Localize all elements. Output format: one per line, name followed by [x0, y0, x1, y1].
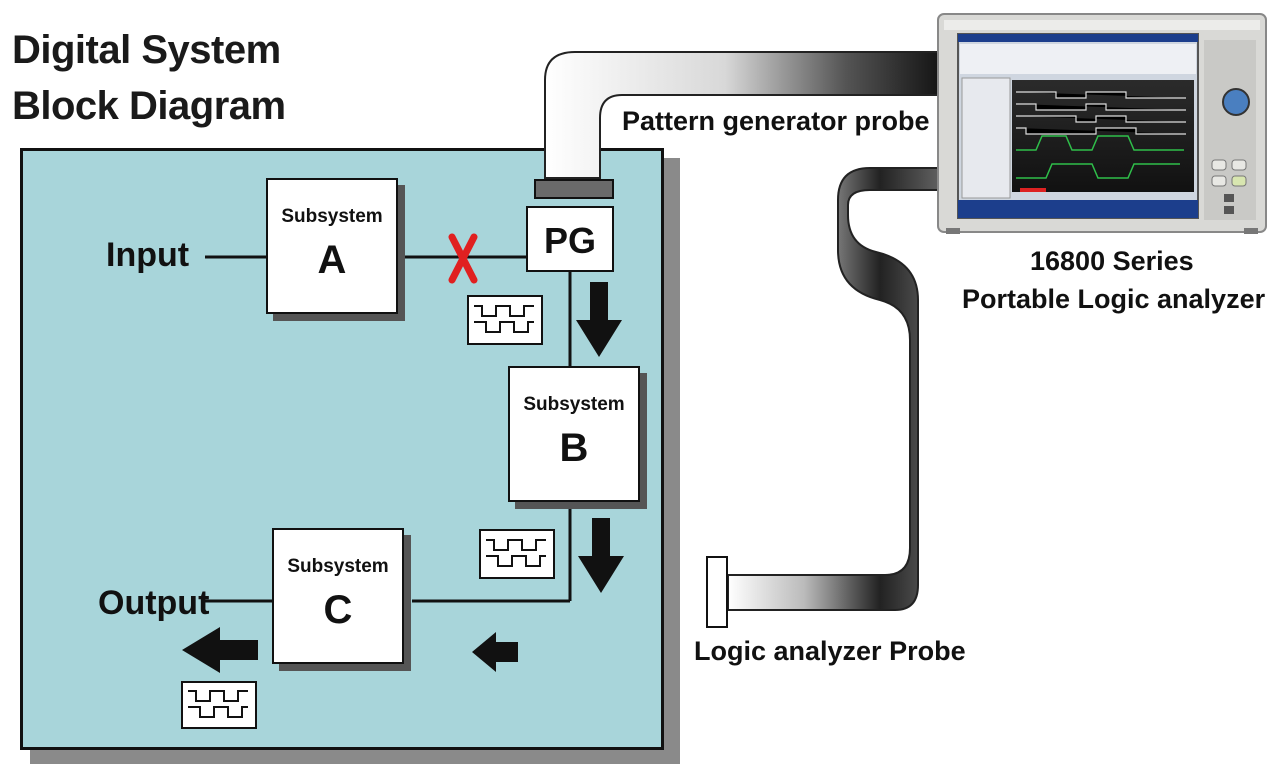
break-mark [448, 233, 478, 284]
arrow-left-2 [182, 627, 258, 673]
analyzer-knob [1222, 88, 1250, 116]
arrow-left-1 [472, 632, 518, 672]
pg-probe-label: Pattern generator probe [622, 106, 930, 136]
subsystem-b-label: Subsystem [523, 394, 625, 415]
subsystem-b-block: Subsystem B [508, 366, 640, 502]
subsystem-b-letter: B [559, 426, 589, 470]
subsystem-a-block: Subsystem A [266, 178, 398, 314]
subsystem-a-label: Subsystem [281, 206, 383, 227]
analyzer-label-line-1: 16800 Series [1030, 246, 1194, 276]
subsystem-c-letter: C [323, 588, 353, 632]
pg-probe-connector [534, 179, 614, 199]
la-probe-cable [706, 167, 946, 628]
waveform-icon-3 [181, 681, 257, 729]
waveform-icon-1 [467, 295, 543, 345]
title-line-1: Digital System [12, 28, 281, 72]
waveform-icon-2 [479, 529, 555, 579]
output-label: Output [98, 584, 210, 622]
title-line-2: Block Diagram [12, 84, 286, 128]
la-probe-label: Logic analyzer Probe [694, 636, 966, 666]
subsystem-a-letter: A [317, 238, 347, 282]
subsystem-c-label: Subsystem [287, 556, 389, 577]
analyzer-label-line-2: Portable Logic analyzer [962, 284, 1266, 314]
subsystem-c-block: Subsystem C [272, 528, 404, 664]
la-probe-connector [706, 556, 728, 628]
arrow-down-2 [578, 518, 624, 593]
input-label: Input [106, 236, 190, 274]
arrow-down-1 [576, 282, 622, 357]
logic-analyzer-instrument [937, 13, 1267, 234]
flow-arrows [182, 282, 624, 673]
pattern-generator-block: PG [526, 206, 614, 272]
